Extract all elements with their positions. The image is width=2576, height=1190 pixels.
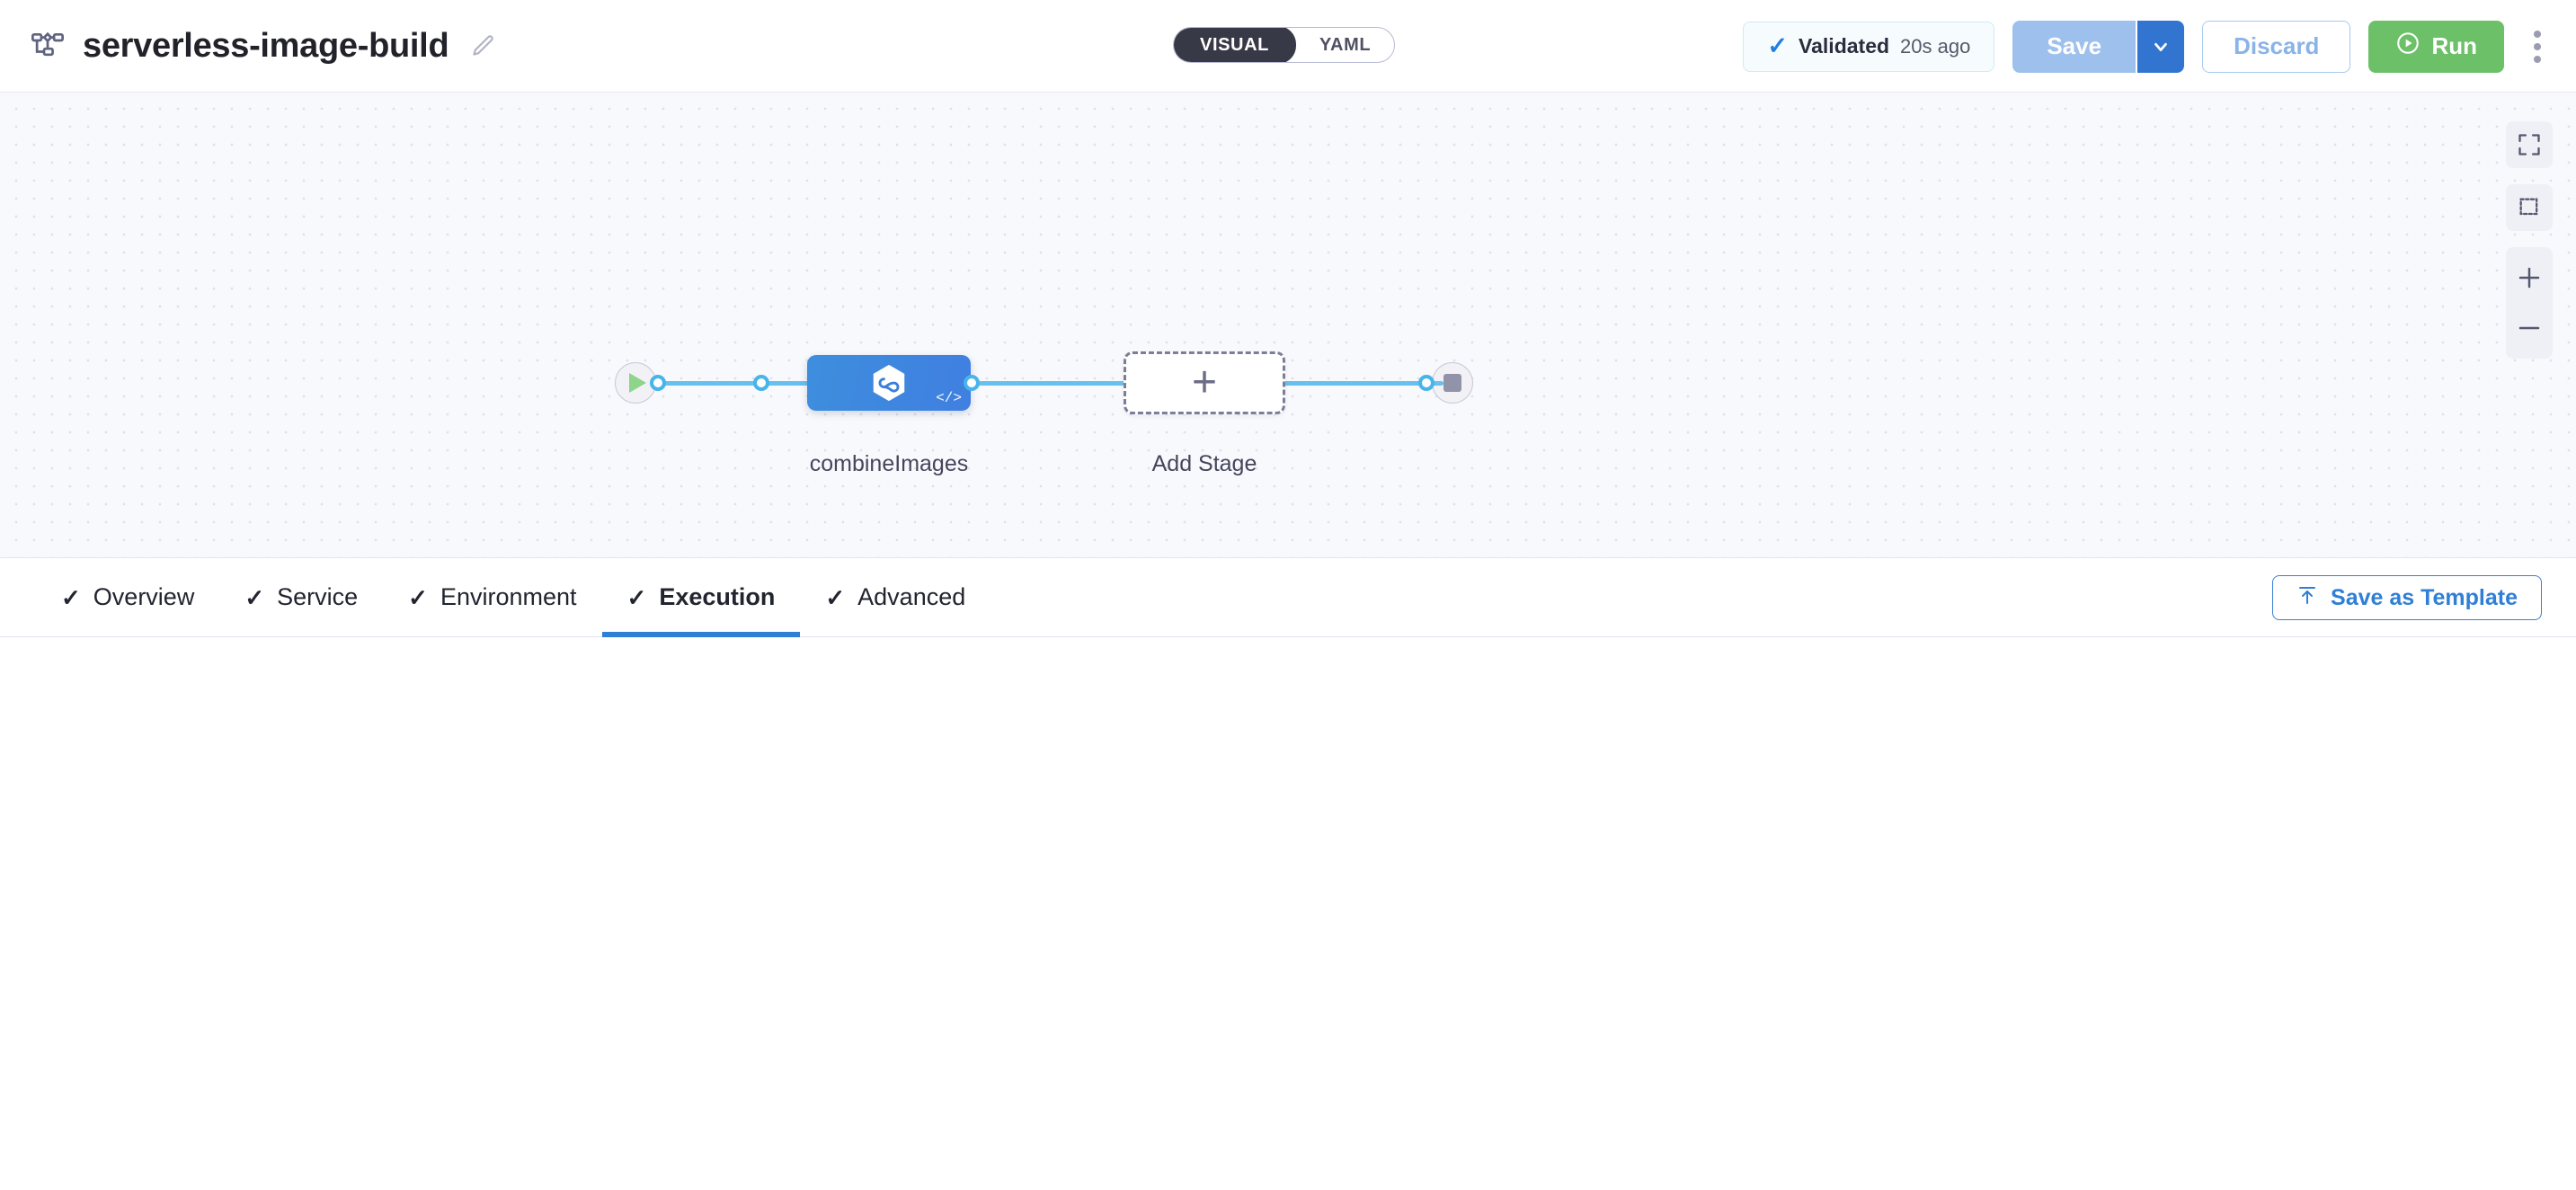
tab-visual-mode[interactable]: VISUAL bbox=[1174, 28, 1296, 62]
tab-execution[interactable]: ✓ Execution bbox=[601, 558, 801, 637]
tab-service-label: Service bbox=[277, 583, 359, 610]
check-icon: ✓ bbox=[1767, 32, 1789, 59]
add-stage-label: Add Stage bbox=[1151, 451, 1257, 476]
status-badge: ✓ Validated 20s ago bbox=[1743, 21, 1995, 72]
tab-service[interactable]: ✓ Service bbox=[219, 558, 383, 637]
check-icon: ✓ bbox=[61, 583, 81, 611]
template-upload-icon bbox=[2296, 584, 2318, 612]
play-circle-icon bbox=[2395, 31, 2421, 62]
tab-advanced-label: Advanced bbox=[857, 583, 966, 610]
pencil-icon[interactable] bbox=[470, 33, 495, 58]
discard-button[interactable]: Discard bbox=[2202, 20, 2351, 73]
stop-icon bbox=[1443, 374, 1461, 392]
pipeline-end-node[interactable] bbox=[1432, 362, 1473, 404]
zoom-in-button[interactable] bbox=[2506, 253, 2553, 303]
page-title: serverless-image-build bbox=[83, 26, 449, 65]
tab-environment[interactable]: ✓ Environment bbox=[383, 558, 601, 637]
tab-execution-label: Execution bbox=[659, 583, 776, 610]
zoom-out-button[interactable] bbox=[2506, 303, 2553, 353]
marquee-select-icon[interactable] bbox=[2506, 184, 2553, 231]
check-icon: ✓ bbox=[244, 583, 265, 611]
port-stage-in[interactable] bbox=[753, 375, 769, 391]
stage-canvas[interactable]: </> + combineImages Add Stage bbox=[0, 93, 2576, 558]
pipeline-start-node[interactable] bbox=[615, 362, 656, 404]
header-left-group: serverless-image-build bbox=[0, 27, 495, 66]
zoom-controls bbox=[2506, 247, 2553, 359]
validated-label: Validated bbox=[1799, 34, 1890, 58]
edge-addstage-to-end bbox=[1284, 381, 1443, 386]
tab-overview[interactable]: ✓ Overview bbox=[36, 558, 219, 637]
validated-timestamp: 20s ago bbox=[1900, 34, 1971, 58]
save-button[interactable]: Save bbox=[2012, 20, 2136, 73]
save-split-button[interactable]: Save bbox=[2012, 20, 2185, 73]
pipeline-icon bbox=[31, 29, 65, 63]
hexagon-infinity-icon bbox=[868, 362, 910, 404]
start-icon bbox=[629, 373, 646, 393]
check-icon: ✓ bbox=[408, 583, 428, 611]
tab-advanced[interactable]: ✓ Advanced bbox=[800, 558, 990, 637]
plus-icon: + bbox=[1191, 359, 1218, 406]
save-as-template-label: Save as Template bbox=[2331, 584, 2518, 610]
header-right-group: ✓ Validated 20s ago Save Discard Run bbox=[1743, 0, 2553, 93]
stage-label-combineimages: combineImages bbox=[809, 451, 969, 476]
stage-config-tabs: ✓ Overview ✓ Service ✓ Environment ✓ Exe… bbox=[0, 558, 2576, 637]
app-header: serverless-image-build VISUAL YAML ✓ Val… bbox=[0, 0, 2576, 93]
tab-environment-label: Environment bbox=[440, 583, 577, 610]
more-options-icon[interactable] bbox=[2522, 21, 2553, 73]
fullscreen-icon[interactable] bbox=[2506, 121, 2553, 168]
save-dropdown-button[interactable] bbox=[2136, 20, 2185, 73]
tab-overview-label: Overview bbox=[93, 583, 195, 610]
check-icon: ✓ bbox=[626, 583, 647, 611]
port-start-out[interactable] bbox=[650, 375, 666, 391]
edge-stage-to-addstage bbox=[976, 381, 1127, 386]
stage-code-badge: </> bbox=[936, 390, 962, 406]
add-stage-button[interactable]: + bbox=[1124, 351, 1285, 414]
check-icon: ✓ bbox=[825, 583, 846, 611]
run-button-label: Run bbox=[2431, 32, 2477, 59]
view-mode-toggle[interactable]: VISUAL YAML bbox=[1173, 27, 1396, 63]
port-stage-out[interactable] bbox=[964, 375, 980, 391]
run-button[interactable]: Run bbox=[2368, 20, 2504, 73]
stage-node-combineimages[interactable]: </> bbox=[807, 355, 971, 411]
save-as-template-button[interactable]: Save as Template bbox=[2272, 575, 2542, 620]
tab-yaml-mode[interactable]: YAML bbox=[1319, 35, 1372, 55]
edge-start-to-stage bbox=[661, 381, 813, 386]
canvas-controls bbox=[2506, 121, 2553, 359]
port-end-in[interactable] bbox=[1418, 375, 1435, 391]
